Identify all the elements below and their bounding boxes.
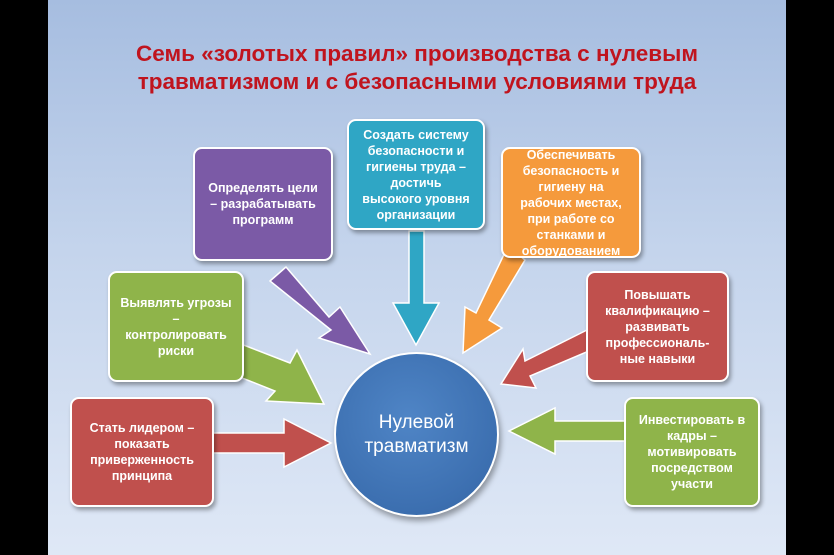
arrow-invest (507, 406, 628, 456)
arrow-goals (268, 265, 372, 356)
arrow-workplace (462, 244, 526, 355)
arrow-qualification (499, 328, 598, 389)
center-circle: Нулевой травматизм (334, 352, 499, 517)
rule-box-invest: Инвестировать в кадры – мотивировать пос… (624, 397, 760, 507)
rule-box-goals: Определять цели – разрабатывать программ (193, 147, 333, 261)
rule-box-system: Создать систему безопасности и гигиены т… (347, 119, 485, 230)
arrow-leader (211, 417, 333, 469)
rule-box-leader: Стать лидером – показать приверженность … (70, 397, 214, 507)
rule-box-workplace: Обеспечивать безопасность и гигиену на р… (501, 147, 641, 258)
arrow-threats (231, 343, 326, 405)
rule-box-qualification: Повышать квалификацию – развивать профес… (586, 271, 729, 382)
title-line-1: Семь «золотых правил» производства с нул… (136, 41, 698, 66)
title-line-2: травматизмом и с безопасными условиями т… (137, 69, 697, 94)
arrow-system (391, 230, 441, 347)
slide: Семь «золотых правил» производства с нул… (48, 0, 786, 555)
slide-title: Семь «золотых правил» производства с нул… (48, 40, 786, 96)
rule-box-threats: Выявлять угрозы – контролировать риски (108, 271, 244, 382)
arrows-layer (211, 230, 628, 469)
